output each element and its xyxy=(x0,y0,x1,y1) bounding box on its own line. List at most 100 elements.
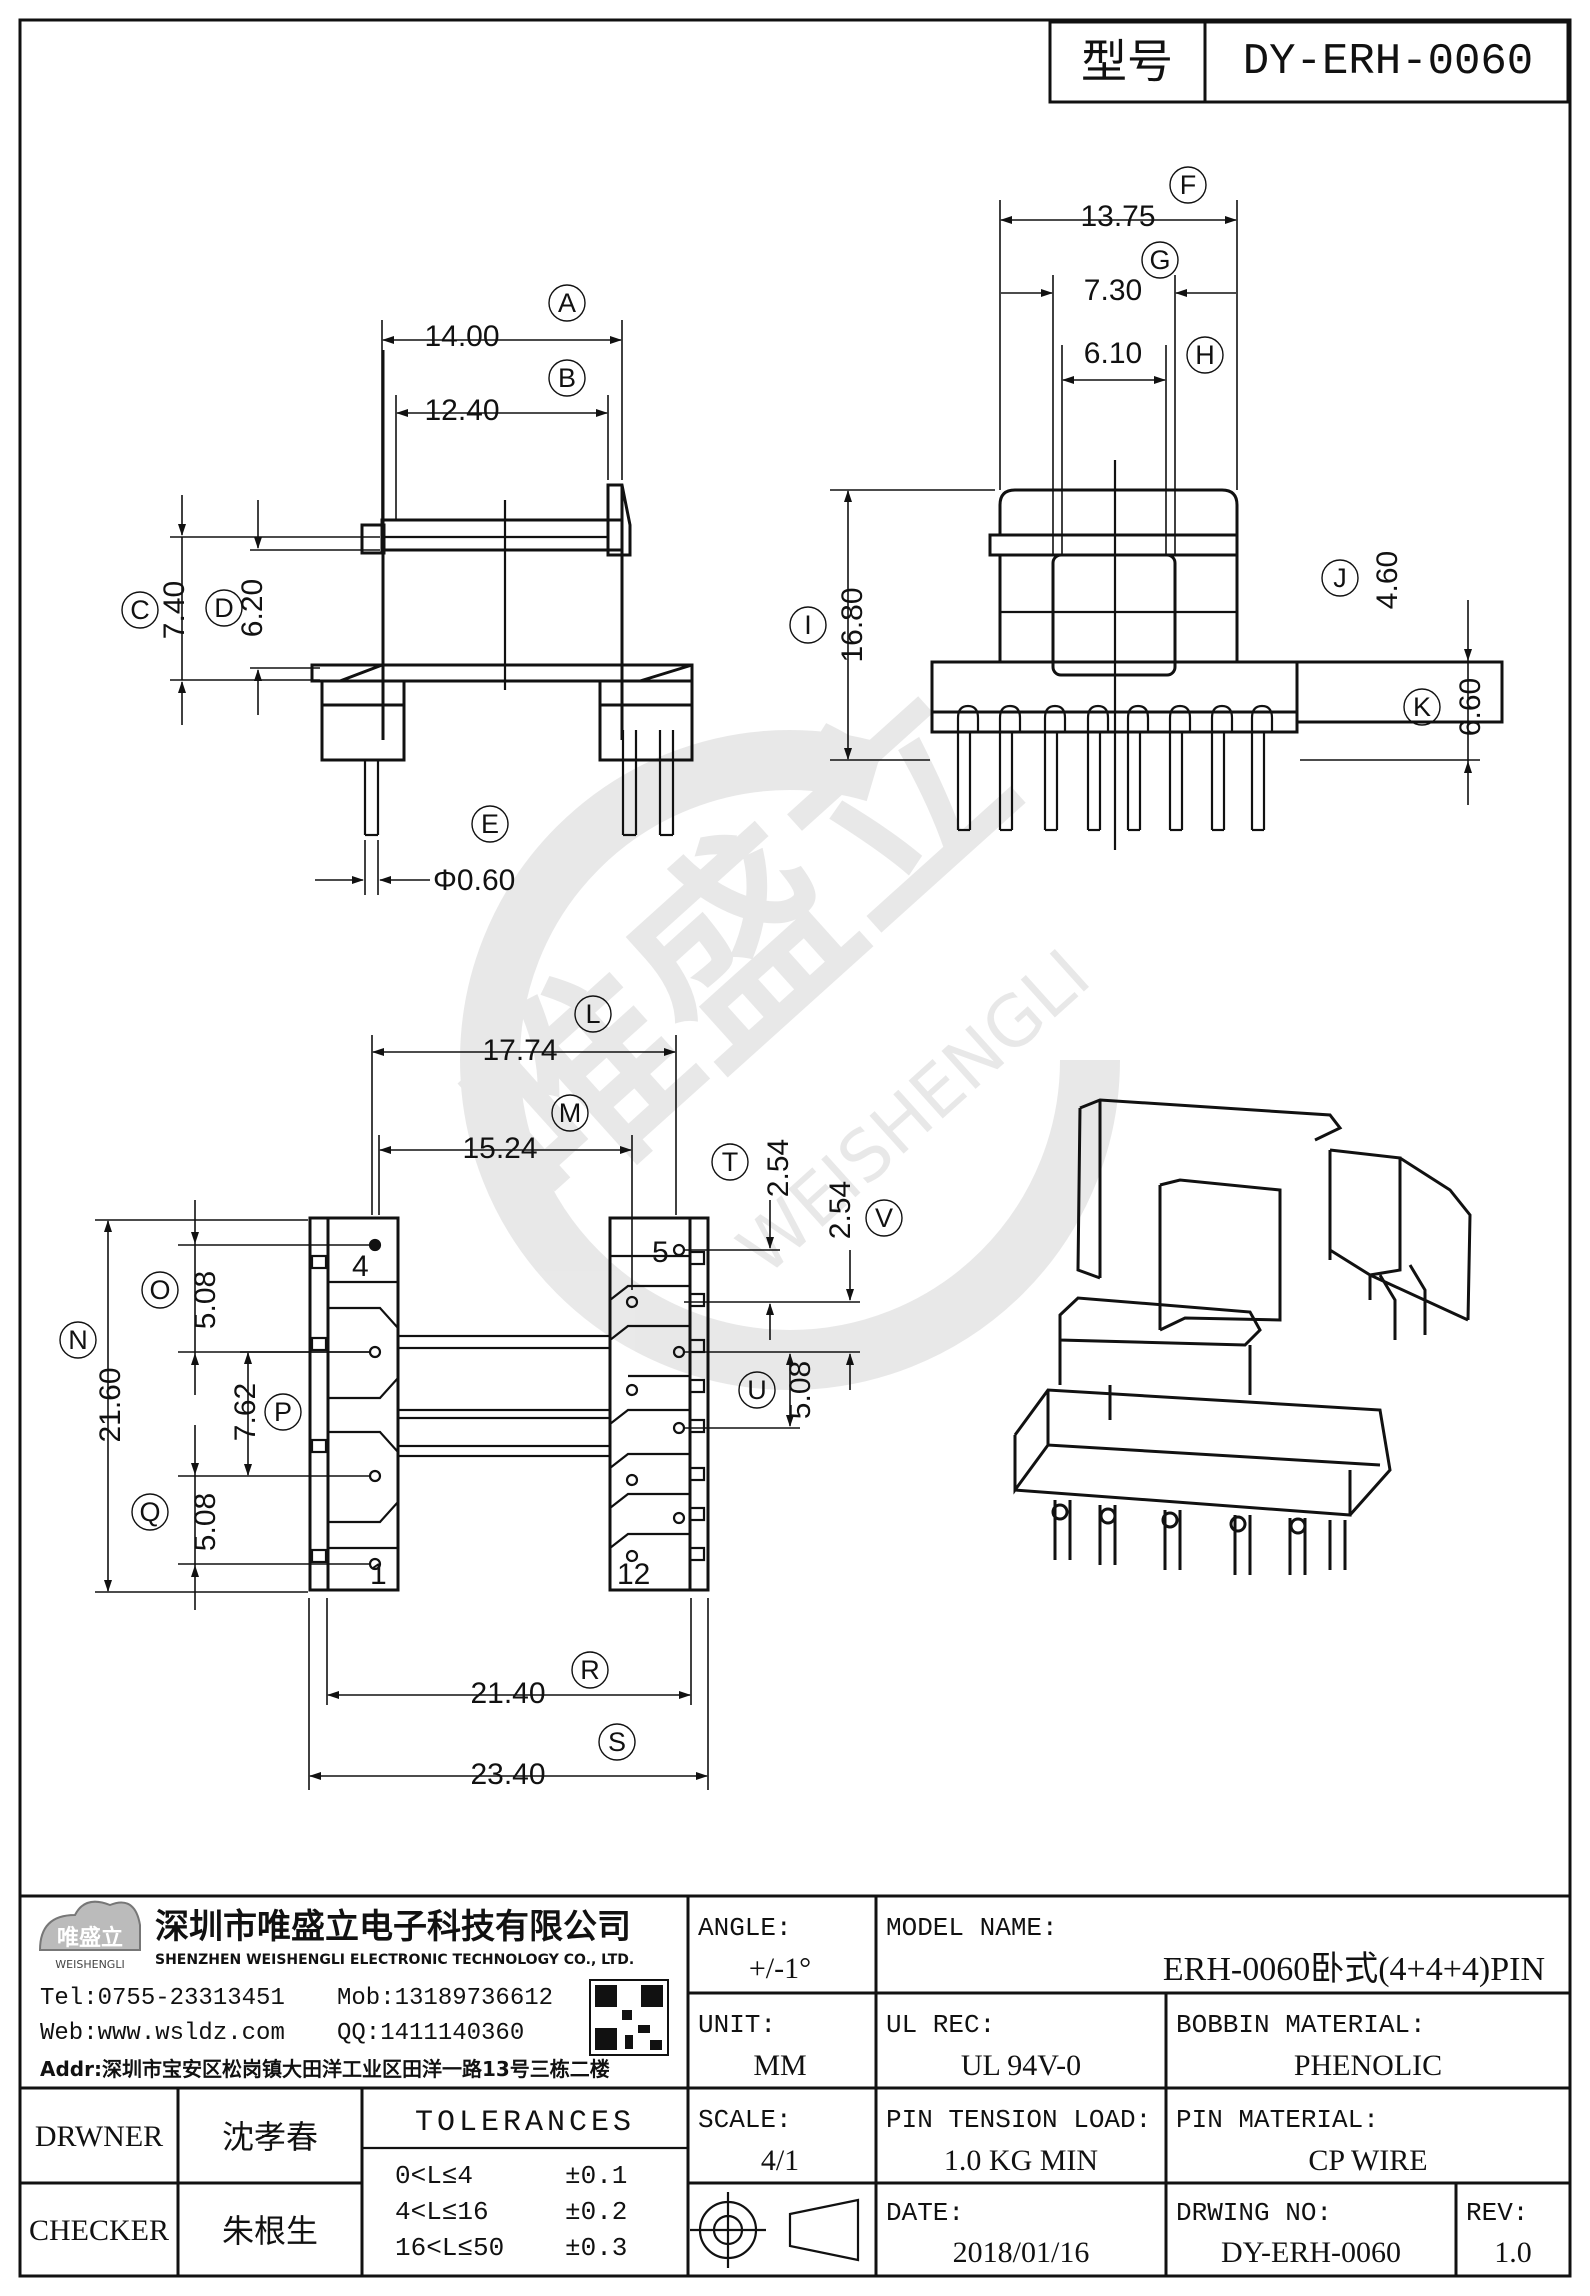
dim-E-value: Φ0.60 xyxy=(433,864,515,897)
svg-text:E: E xyxy=(481,809,499,839)
svg-text:J: J xyxy=(1333,563,1347,593)
third-angle-projection-icon xyxy=(690,2192,860,2268)
drawer-label: DRWNER xyxy=(35,2120,163,2153)
company-web: Web:www.wsldz.com xyxy=(40,2020,285,2047)
dim-M-value: 15.24 xyxy=(462,1132,537,1165)
callout-U: U xyxy=(738,1371,776,1409)
title-block: 唯盛立 WEISHENGLI 深圳市唯盛立电子科技有限公司 SHENZHEN W… xyxy=(18,1894,1572,2278)
dim-G-value: 7.30 xyxy=(1084,274,1142,307)
svg-text:M: M xyxy=(559,1098,582,1128)
tolerance-value-1: ±0.1 xyxy=(565,2161,627,2191)
dim-U-value: 5.08 xyxy=(784,1361,817,1419)
svg-text:S: S xyxy=(608,1727,626,1757)
model-header-label: 型号 xyxy=(1081,37,1173,88)
callout-T: T xyxy=(711,1143,749,1181)
pin-material-label: PIN MATERIAL: xyxy=(1176,2105,1379,2135)
drawing-no-value: DY-ERH-0060 xyxy=(1221,2236,1401,2269)
company-logo: 唯盛立 WEISHENGLI xyxy=(38,1900,141,1971)
dim-S-value: 23.40 xyxy=(470,1758,545,1791)
dim-K-value: 6.60 xyxy=(1454,678,1487,736)
rev-label: REV: xyxy=(1466,2198,1528,2228)
model-name-label: MODEL NAME: xyxy=(886,1913,1058,1943)
svg-text:K: K xyxy=(1413,692,1431,722)
angle-value: +/-1° xyxy=(749,1952,811,1985)
rev-value: 1.0 xyxy=(1494,2236,1532,2269)
ul-rec-label: UL REC: xyxy=(886,2010,995,2040)
svg-text:F: F xyxy=(1180,170,1197,200)
tolerance-value-3: ±0.3 xyxy=(565,2233,627,2263)
dim-T-value: 2.54 xyxy=(762,1139,795,1197)
svg-text:WEISHENGLI: WEISHENGLI xyxy=(55,1958,124,1971)
callout-F: F xyxy=(1169,166,1207,204)
callout-Q: Q xyxy=(131,1493,169,1531)
callout-L: L xyxy=(574,995,612,1033)
dim-A-value: 14.00 xyxy=(424,320,499,353)
tolerances-title: TOLERANCES xyxy=(415,2106,635,2140)
dim-J-value: 4.60 xyxy=(1371,551,1404,609)
svg-text:R: R xyxy=(580,1655,600,1685)
dim-V-value: 2.54 xyxy=(824,1181,857,1239)
svg-text:D: D xyxy=(214,593,234,623)
svg-text:G: G xyxy=(1149,245,1170,275)
svg-text:P: P xyxy=(274,1397,292,1427)
svg-text:B: B xyxy=(558,363,576,393)
dim-I-value: 16.80 xyxy=(836,587,869,662)
side-view: 13.75 7.30 6.10 16.80 4.60 6.60 F G H I … xyxy=(789,166,1504,850)
svg-text:V: V xyxy=(875,1203,893,1233)
callout-H: H xyxy=(1186,336,1224,374)
tolerance-value-2: ±0.2 xyxy=(565,2197,627,2227)
tolerance-range-3: 16<L≤50 xyxy=(395,2233,504,2263)
callout-M: M xyxy=(551,1094,589,1132)
dim-F-value: 13.75 xyxy=(1080,200,1155,233)
callout-I: I xyxy=(789,606,827,644)
svg-text:L: L xyxy=(585,999,600,1029)
dim-B-value: 12.40 xyxy=(424,394,499,427)
company-qq: QQ:1411140360 xyxy=(337,2020,524,2047)
callout-S: S xyxy=(598,1723,636,1761)
pin-number-1: 1 xyxy=(370,1558,387,1591)
callout-D: D xyxy=(205,589,243,627)
company-mob: Mob:13189736612 xyxy=(337,1985,553,2012)
company-tel: Tel:0755-23313451 xyxy=(40,1985,285,2012)
callout-J: J xyxy=(1321,559,1359,597)
dim-Q-value: 5.08 xyxy=(189,1493,222,1551)
date-value: 2018/01/16 xyxy=(953,2236,1090,2269)
callout-V: V xyxy=(865,1199,903,1237)
bobbin-material-value: PHENOLIC xyxy=(1294,2049,1442,2082)
dim-R-value: 21.40 xyxy=(470,1677,545,1710)
date-label: DATE: xyxy=(886,2198,964,2228)
dim-D-value: 6.20 xyxy=(236,579,269,637)
watermark: 唯盛立 WEISHENGLI xyxy=(425,644,1120,1390)
pin-material-value: CP WIRE xyxy=(1308,2144,1427,2177)
callout-B: B xyxy=(548,359,586,397)
ul-rec-value: UL 94V-0 xyxy=(961,2049,1081,2082)
svg-text:U: U xyxy=(747,1375,767,1405)
drawer-value: 沈孝春 xyxy=(222,2118,318,2156)
callout-R: R xyxy=(571,1651,609,1689)
angle-label: ANGLE: xyxy=(698,1913,792,1943)
scale-value: 4/1 xyxy=(761,2144,799,2177)
company-name-cn: 深圳市唯盛立电子科技有限公司 xyxy=(155,1907,631,1947)
callout-K: K xyxy=(1403,688,1441,726)
drawing-no-label: DRWING NO: xyxy=(1176,2198,1332,2228)
dim-H-value: 6.10 xyxy=(1084,337,1142,370)
bobbin-material-label: BOBBIN MATERIAL: xyxy=(1176,2010,1426,2040)
callout-A: A xyxy=(548,284,586,322)
callout-G: G xyxy=(1141,241,1179,279)
svg-text:O: O xyxy=(149,1275,170,1305)
pin-number-4: 4 xyxy=(352,1250,369,1283)
svg-text:Q: Q xyxy=(139,1497,160,1527)
model-header-box: 型号 DY-ERH-0060 xyxy=(1048,20,1570,104)
dim-N-value: 21.60 xyxy=(94,1367,127,1442)
tolerance-range-2: 4<L≤16 xyxy=(395,2197,489,2227)
svg-text:I: I xyxy=(804,610,812,640)
pin-number-5: 5 xyxy=(652,1236,669,1269)
pin-tension-label: PIN TENSION LOAD: xyxy=(886,2105,1151,2135)
company-address: Addr:深圳市宝安区松岗镇大田洋工业区田洋一路13号三栋二楼 xyxy=(40,2057,610,2081)
callout-C: C xyxy=(121,591,159,629)
company-name-en: SHENZHEN WEISHENGLI ELECTRONIC TECHNOLOG… xyxy=(155,1952,634,1968)
isometric-view xyxy=(1013,1098,1472,1575)
callout-O: O xyxy=(141,1271,179,1309)
qr-code-icon xyxy=(589,1979,669,2056)
